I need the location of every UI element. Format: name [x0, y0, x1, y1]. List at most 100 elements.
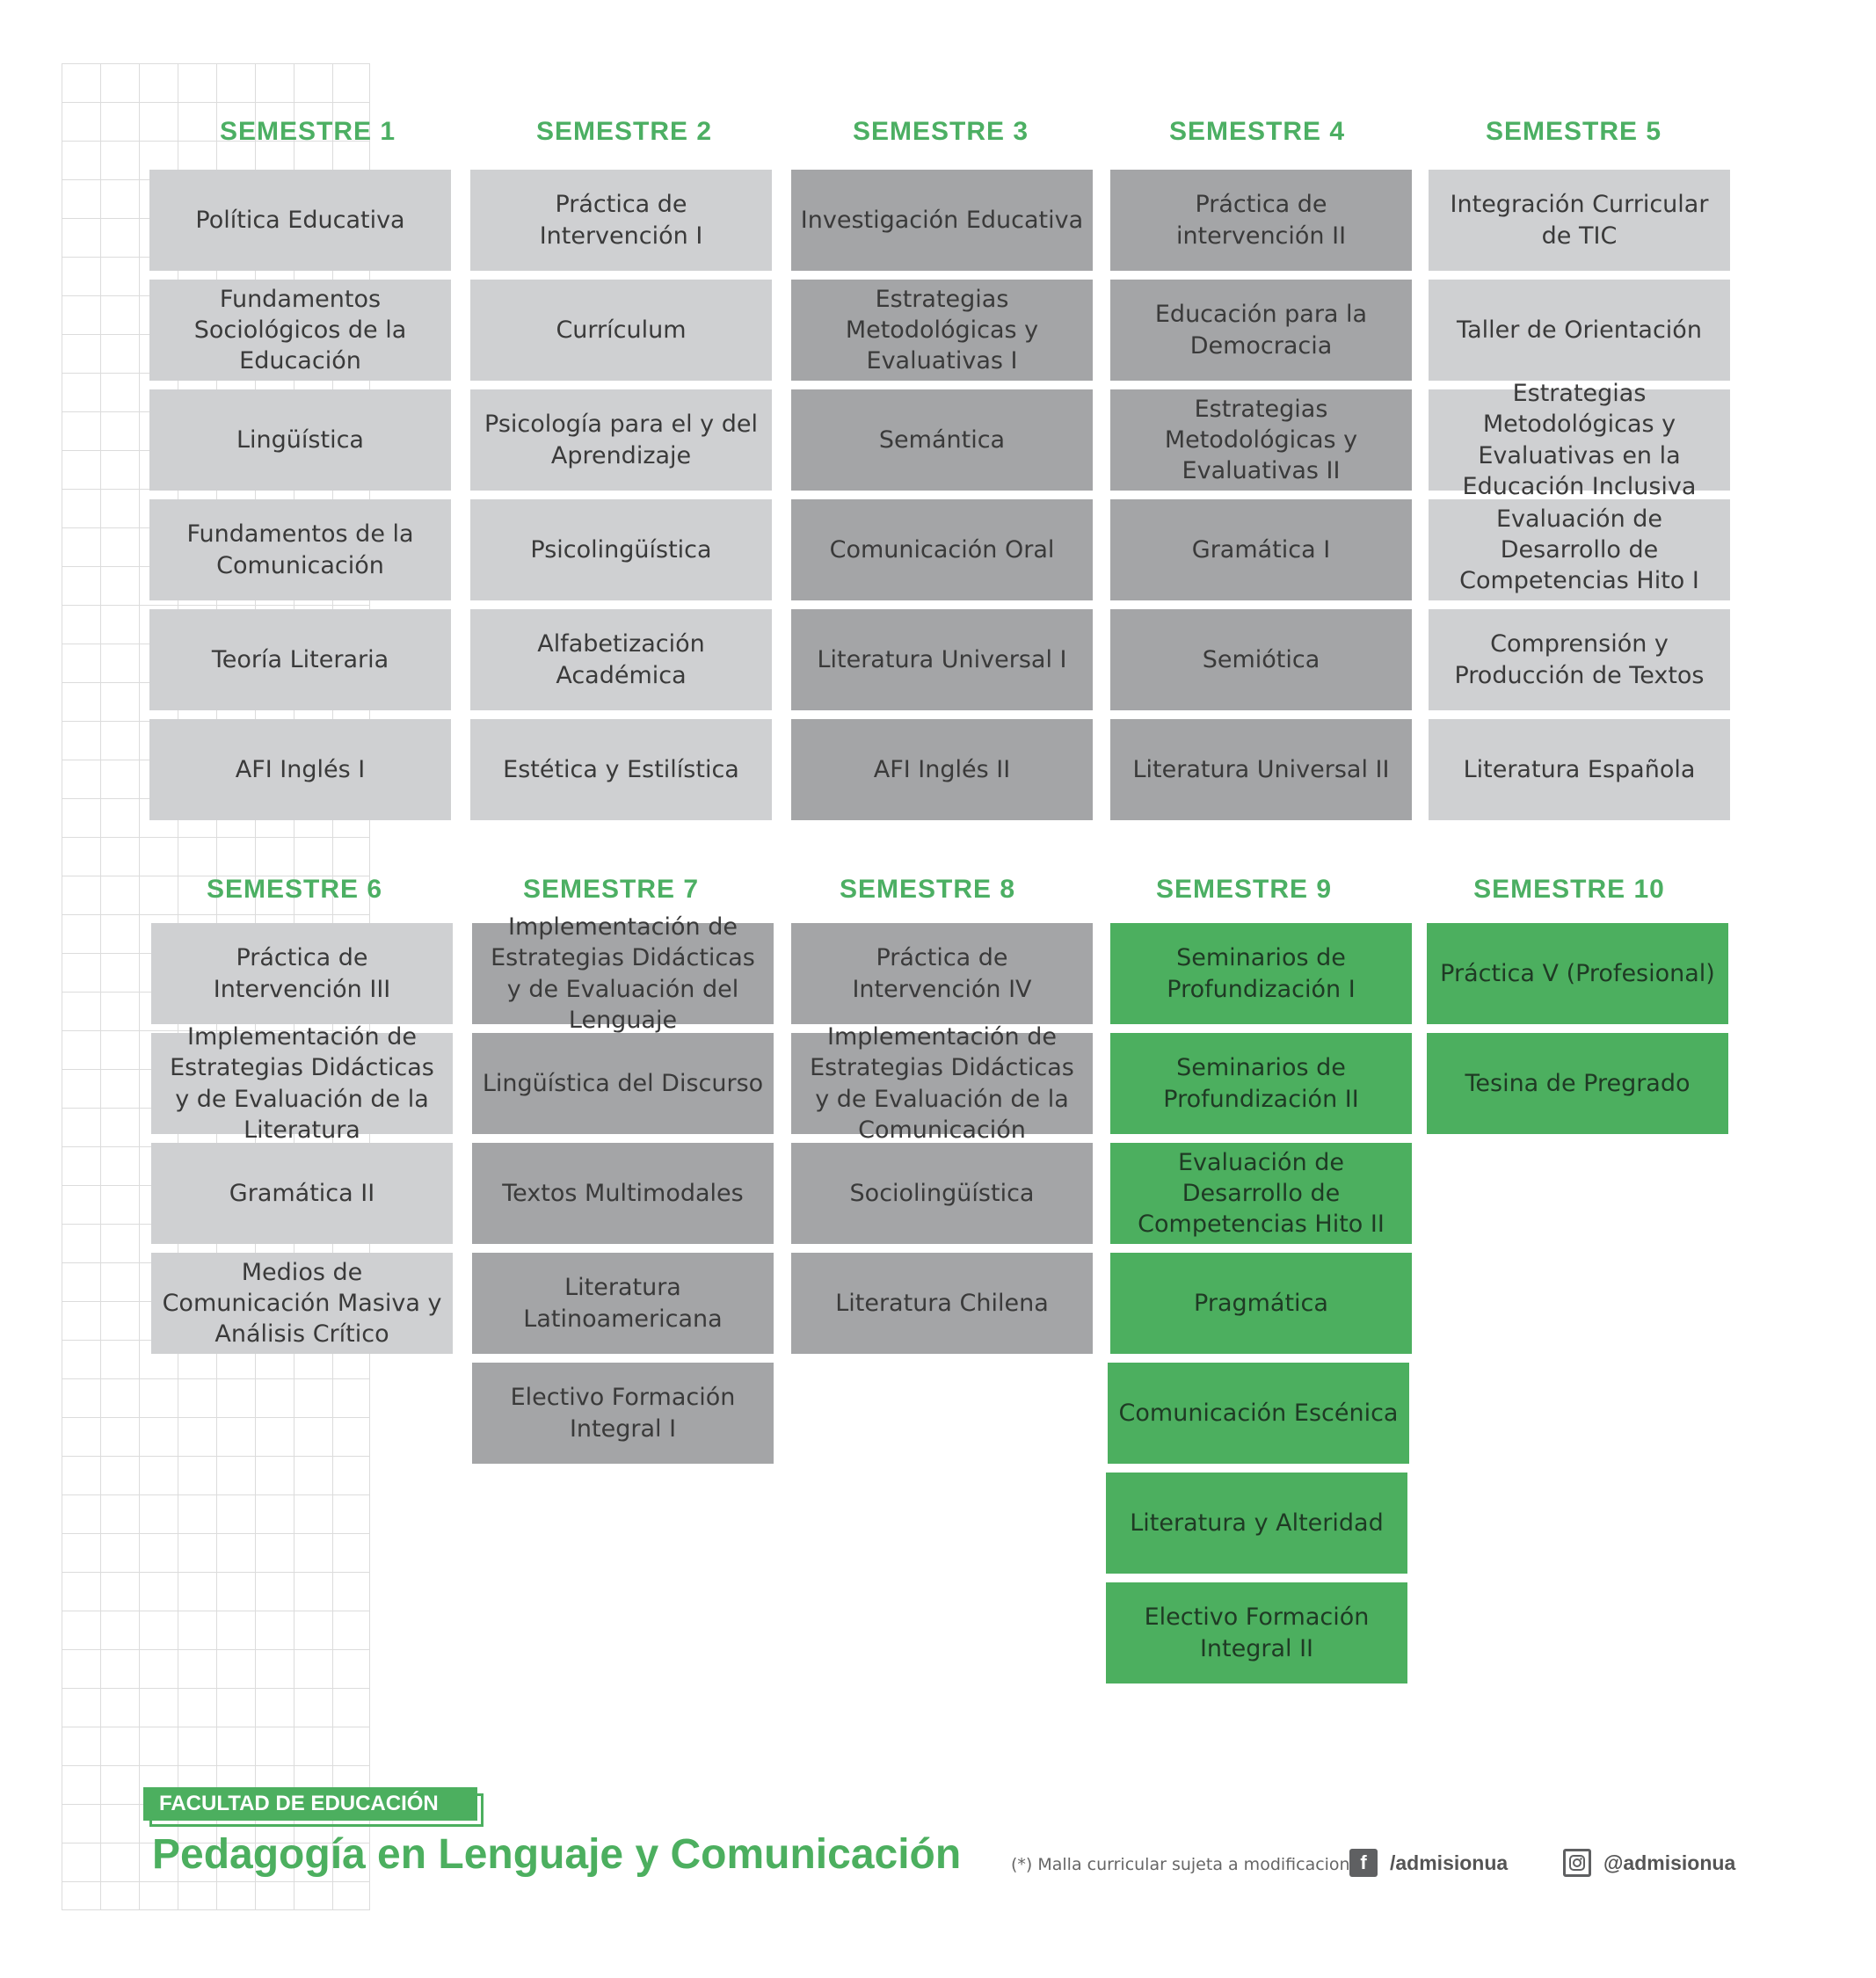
- course-label: Electivo Formación Integral II: [1144, 1603, 1370, 1662]
- course-box: Evaluación de Desarrollo de Competencias…: [1110, 1143, 1412, 1244]
- course-box: Estética y Estilística: [470, 719, 772, 820]
- course-box: Fundamentos de la Comunicación: [149, 499, 451, 600]
- course-label: Pragmática: [1194, 1289, 1328, 1317]
- faculty-badge: FACULTAD DE EDUCACIÓN: [143, 1787, 477, 1821]
- course-label: Práctica de Intervención III: [213, 944, 391, 1003]
- course-label: Semiótica: [1202, 645, 1320, 673]
- course-label: Práctica de Intervención IV: [852, 944, 1032, 1003]
- course-label: Estrategias Metodológicas y Evaluativas …: [1164, 395, 1358, 485]
- course-label: Literatura Española: [1463, 755, 1696, 783]
- course-box: Pragmática: [1110, 1253, 1412, 1354]
- semester-9-title: SEMESTRE 9: [1155, 875, 1333, 904]
- semester-1-title: SEMESTRE 1: [219, 117, 396, 146]
- course-label: Fundamentos Sociológicos de la Educación: [193, 285, 407, 375]
- course-box: Comunicación Escénica: [1108, 1363, 1409, 1464]
- disclaimer-note: (*) Malla curricular sujeta a modificaci…: [1011, 1855, 1370, 1874]
- course-box: Práctica de Intervención I: [470, 170, 772, 271]
- course-label: Seminarios de Profundización II: [1163, 1054, 1359, 1113]
- course-label: Lingüística del Discurso: [482, 1069, 764, 1097]
- course-label: AFI Inglés I: [235, 755, 366, 783]
- semester-4-title: SEMESTRE 4: [1168, 117, 1346, 146]
- course-box: Estrategias Metodológicas y Evaluativas …: [791, 280, 1093, 381]
- semester-3-title: SEMESTRE 3: [852, 117, 1029, 146]
- course-label: Taller de Orientación: [1457, 316, 1702, 344]
- course-label: Literatura Latinoamericana: [523, 1274, 723, 1333]
- course-label: Evaluación de Desarrollo de Competencias…: [1459, 505, 1699, 595]
- course-box: Currículum: [470, 280, 772, 381]
- course-label: Estética y Estilística: [503, 755, 739, 783]
- course-label: Educación para la Democracia: [1154, 301, 1368, 360]
- course-box: Implementación de Estrategias Didácticas…: [151, 1023, 453, 1144]
- course-label: Implementación de Estrategias Didácticas…: [810, 1023, 1074, 1144]
- course-box: Política Educativa: [149, 170, 451, 271]
- course-box: Educación para la Democracia: [1110, 280, 1412, 381]
- course-box: Alfabetización Académica: [470, 609, 772, 710]
- course-box: Literatura Universal I: [791, 609, 1093, 710]
- course-box: Gramática I: [1110, 499, 1412, 600]
- course-label: Literatura y Alteridad: [1130, 1509, 1384, 1537]
- course-label: Currículum: [556, 316, 687, 344]
- course-box: Implementación de Estrategias Didácticas…: [791, 1023, 1093, 1144]
- course-label: Alfabetización Académica: [537, 630, 705, 689]
- course-label: Psicología para el y del Aprendizaje: [484, 411, 758, 469]
- course-label: Práctica de Intervención I: [539, 191, 703, 250]
- course-box: Sociolingüística: [791, 1143, 1093, 1244]
- course-box: Gramática II: [151, 1143, 453, 1244]
- course-box: Práctica V (Profesional): [1427, 923, 1728, 1024]
- course-box: Psicología para el y del Aprendizaje: [470, 389, 772, 491]
- instagram-link[interactable]: @admisionua: [1563, 1849, 1735, 1877]
- course-label: Textos Multimodales: [502, 1179, 744, 1207]
- course-box: Taller de Orientación: [1429, 280, 1730, 381]
- facebook-handle: /admisionua: [1390, 1851, 1509, 1874]
- course-box: Literatura y Alteridad: [1106, 1473, 1407, 1574]
- course-box: Práctica de intervención II: [1110, 170, 1412, 271]
- course-box: Medios de Comunicación Masiva y Análisis…: [151, 1253, 453, 1354]
- course-label: Estrategias Metodológicas y Evaluativas …: [1462, 380, 1697, 500]
- course-box: Semántica: [791, 389, 1093, 491]
- course-box: AFI Inglés I: [149, 719, 451, 820]
- course-box: Integración Curricular de TIC: [1429, 170, 1730, 271]
- course-box: Práctica de Intervención III: [151, 923, 453, 1024]
- program-title: Pedagogía en Lenguaje y Comunicación: [152, 1831, 962, 1878]
- course-box: Fundamentos Sociológicos de la Educación: [149, 280, 451, 381]
- course-box: Literatura Española: [1429, 719, 1730, 820]
- course-label: Integración Curricular de TIC: [1450, 191, 1709, 250]
- course-label: Investigación Educativa: [800, 206, 1084, 234]
- course-label: Psicolingüística: [530, 535, 712, 564]
- course-box: Lingüística: [149, 389, 451, 491]
- semester-10-title: SEMESTRE 10: [1473, 875, 1665, 904]
- course-label: Literatura Chilena: [835, 1289, 1049, 1317]
- course-label: Tesina de Pregrado: [1465, 1069, 1691, 1097]
- course-box: Electivo Formación Integral I: [472, 1363, 774, 1464]
- course-box: Literatura Latinoamericana: [472, 1253, 774, 1354]
- course-label: Teoría Literaria: [211, 645, 389, 673]
- course-label: Evaluación de Desarrollo de Competencias…: [1138, 1148, 1385, 1239]
- course-box: Comunicación Oral: [791, 499, 1093, 600]
- semester-5-title: SEMESTRE 5: [1485, 117, 1662, 146]
- course-box: Lingüística del Discurso: [472, 1033, 774, 1134]
- course-label: Fundamentos de la Comunicación: [186, 520, 414, 579]
- course-label: Comunicación Oral: [829, 535, 1055, 564]
- course-label: Gramática II: [229, 1179, 375, 1207]
- course-box: Electivo Formación Integral II: [1106, 1582, 1407, 1683]
- course-box: Textos Multimodales: [472, 1143, 774, 1244]
- course-box: Práctica de Intervención IV: [791, 923, 1093, 1024]
- course-box: Evaluación de Desarrollo de Competencias…: [1429, 499, 1730, 600]
- facebook-icon: f: [1349, 1849, 1378, 1877]
- course-label: AFI Inglés II: [873, 755, 1011, 783]
- course-label: Estrategias Metodológicas y Evaluativas …: [845, 285, 1039, 375]
- course-label: Sociolingüística: [849, 1179, 1035, 1207]
- course-label: Implementación de Estrategias Didácticas…: [170, 1023, 434, 1144]
- course-label: Práctica V (Profesional): [1440, 959, 1715, 987]
- course-box: Literatura Chilena: [791, 1253, 1093, 1354]
- course-label: Literatura Universal II: [1132, 755, 1390, 783]
- facebook-link[interactable]: f /admisionua: [1349, 1849, 1508, 1877]
- course-box: Implementación de Estrategias Didácticas…: [472, 913, 774, 1034]
- course-label: Implementación de Estrategias Didácticas…: [491, 913, 755, 1034]
- course-box: Tesina de Pregrado: [1427, 1033, 1728, 1134]
- course-box: Psicolingüística: [470, 499, 772, 600]
- course-box: Comprensión y Producción de Textos: [1429, 609, 1730, 710]
- course-label: Literatura Universal I: [817, 645, 1067, 673]
- course-box: Seminarios de Profundización II: [1110, 1033, 1412, 1134]
- semester-7-title: SEMESTRE 7: [522, 875, 700, 904]
